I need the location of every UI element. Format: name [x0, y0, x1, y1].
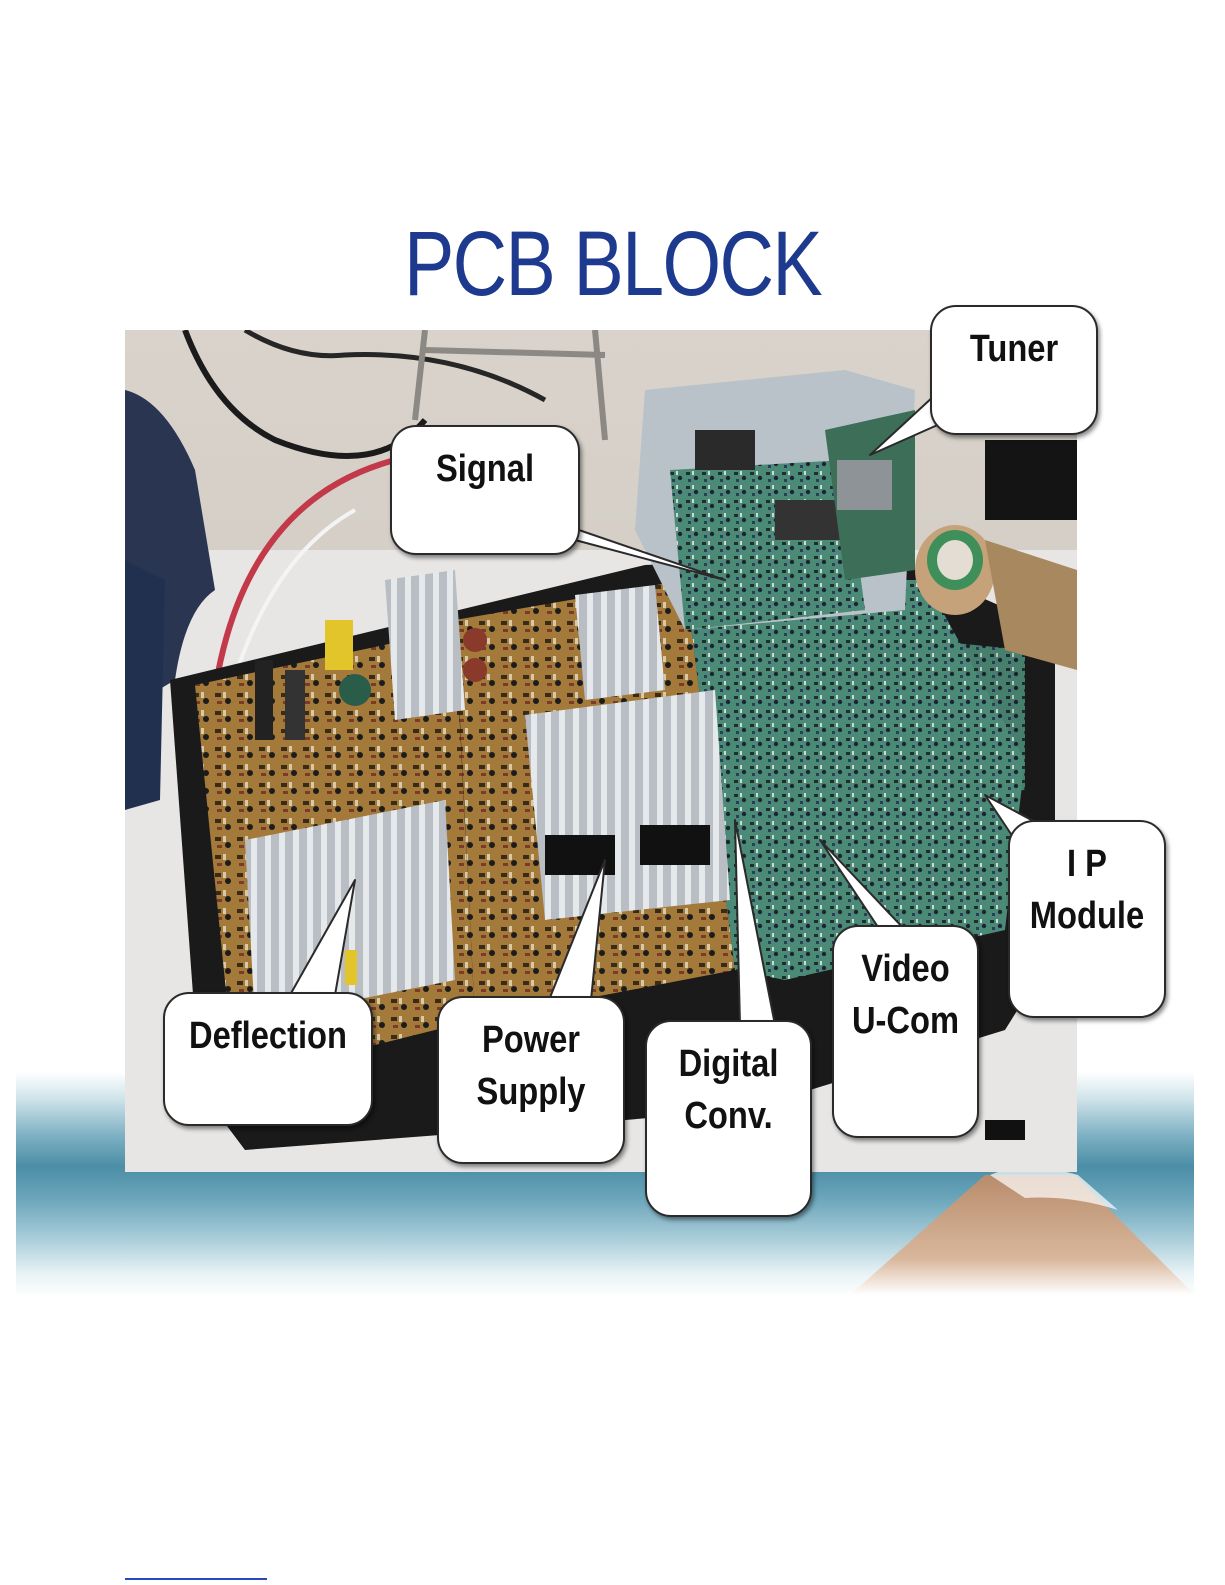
callout-power-supply: Power Supply	[437, 996, 625, 1164]
callout-ip-module: I P Module	[1008, 820, 1166, 1018]
callout-ip-module-line-2: Module	[1021, 890, 1153, 942]
callout-video-ucom-line-2: U-Com	[844, 995, 967, 1047]
callout-deflection-line-1: Deflection	[179, 1010, 356, 1062]
callout-deflection: Deflection	[163, 992, 373, 1126]
callout-power-supply-line-1: Power	[452, 1014, 610, 1066]
callout-signal: Signal	[390, 425, 580, 555]
callout-signal-line-1: Signal	[405, 443, 565, 495]
footer-link-underline	[125, 1578, 267, 1580]
callout-digital-conv: Digital Conv.	[645, 1020, 812, 1217]
callout-tuner: Tuner	[930, 305, 1098, 435]
callout-video-ucom-line-1: Video	[844, 943, 967, 995]
callout-tuner-line-1: Tuner	[943, 323, 1084, 375]
callout-video-ucom: Video U-Com	[832, 925, 979, 1138]
callout-power-supply-line-2: Supply	[452, 1066, 610, 1118]
callout-digital-conv-line-2: Conv.	[658, 1090, 798, 1142]
callout-ip-module-line-1: I P	[1021, 838, 1153, 890]
callout-digital-conv-line-1: Digital	[658, 1038, 798, 1090]
